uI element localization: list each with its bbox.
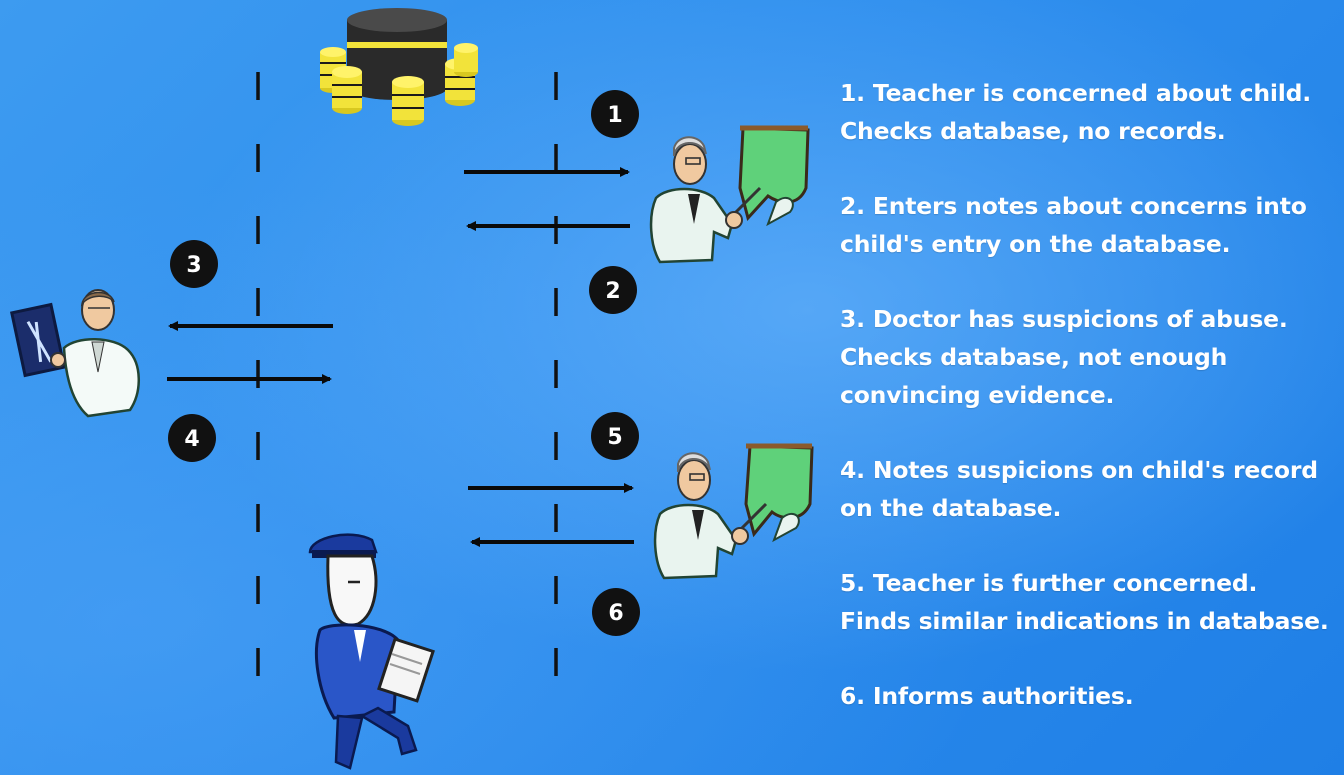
step-badge-3: 3 xyxy=(170,240,218,288)
step-3-line-2: Checks database, not enough xyxy=(840,343,1228,371)
doctor-figure xyxy=(10,289,140,418)
step-description-4: 4. Notes suspicions on child's record on… xyxy=(840,451,1330,527)
step-2-line-1: 2. Enters notes about concerns into xyxy=(840,192,1307,220)
database-icon xyxy=(320,8,478,126)
step-description-1: 1. Teacher is concerned about child. Che… xyxy=(840,74,1330,150)
step-badge-3-label: 3 xyxy=(186,253,201,278)
step-description-list: 1. Teacher is concerned about child. Che… xyxy=(840,74,1330,715)
step-badge-5-label: 5 xyxy=(607,425,622,450)
teacher-figure-top xyxy=(649,125,810,264)
step-badge-2: 2 xyxy=(589,266,637,314)
step-badge-6-label: 6 xyxy=(608,601,623,626)
step-4-line-1: 4. Notes suspicions on child's record xyxy=(840,456,1318,484)
step-3-line-3: convincing evidence. xyxy=(840,381,1115,409)
step-3-line-1: 3. Doctor has suspicions of abuse. xyxy=(840,305,1288,333)
step-description-2: 2. Enters notes about concerns into chil… xyxy=(840,187,1330,263)
step-badge-5: 5 xyxy=(591,412,639,460)
step-description-3: 3. Doctor has suspicions of abuse. Check… xyxy=(840,300,1330,414)
step-description-6: 6. Informs authorities. xyxy=(840,677,1330,715)
step-4-line-2: on the database. xyxy=(840,494,1062,522)
step-5-line-1: 5. Teacher is further concerned. xyxy=(840,569,1258,597)
step-1-line-1: 1. Teacher is concerned about child. xyxy=(840,79,1311,107)
step-badge-2-label: 2 xyxy=(605,279,620,304)
teacher-figure-bottom xyxy=(653,443,814,580)
step-badge-4: 4 xyxy=(168,414,216,462)
step-2-line-2: child's entry on the database. xyxy=(840,230,1231,258)
step-badge-1: 1 xyxy=(591,90,639,138)
step-1-line-2: Checks database, no records. xyxy=(840,117,1226,145)
step-badge-4-label: 4 xyxy=(184,427,199,452)
step-badge-6: 6 xyxy=(592,588,640,636)
coin-stack-icon xyxy=(320,43,478,126)
step-5-line-2: Finds similar indications in database. xyxy=(840,607,1329,635)
step-badge-1-label: 1 xyxy=(607,103,622,128)
step-6-line-1: 6. Informs authorities. xyxy=(840,682,1134,710)
police-officer-figure xyxy=(308,533,435,770)
step-description-5: 5. Teacher is further concerned. Finds s… xyxy=(840,564,1330,640)
